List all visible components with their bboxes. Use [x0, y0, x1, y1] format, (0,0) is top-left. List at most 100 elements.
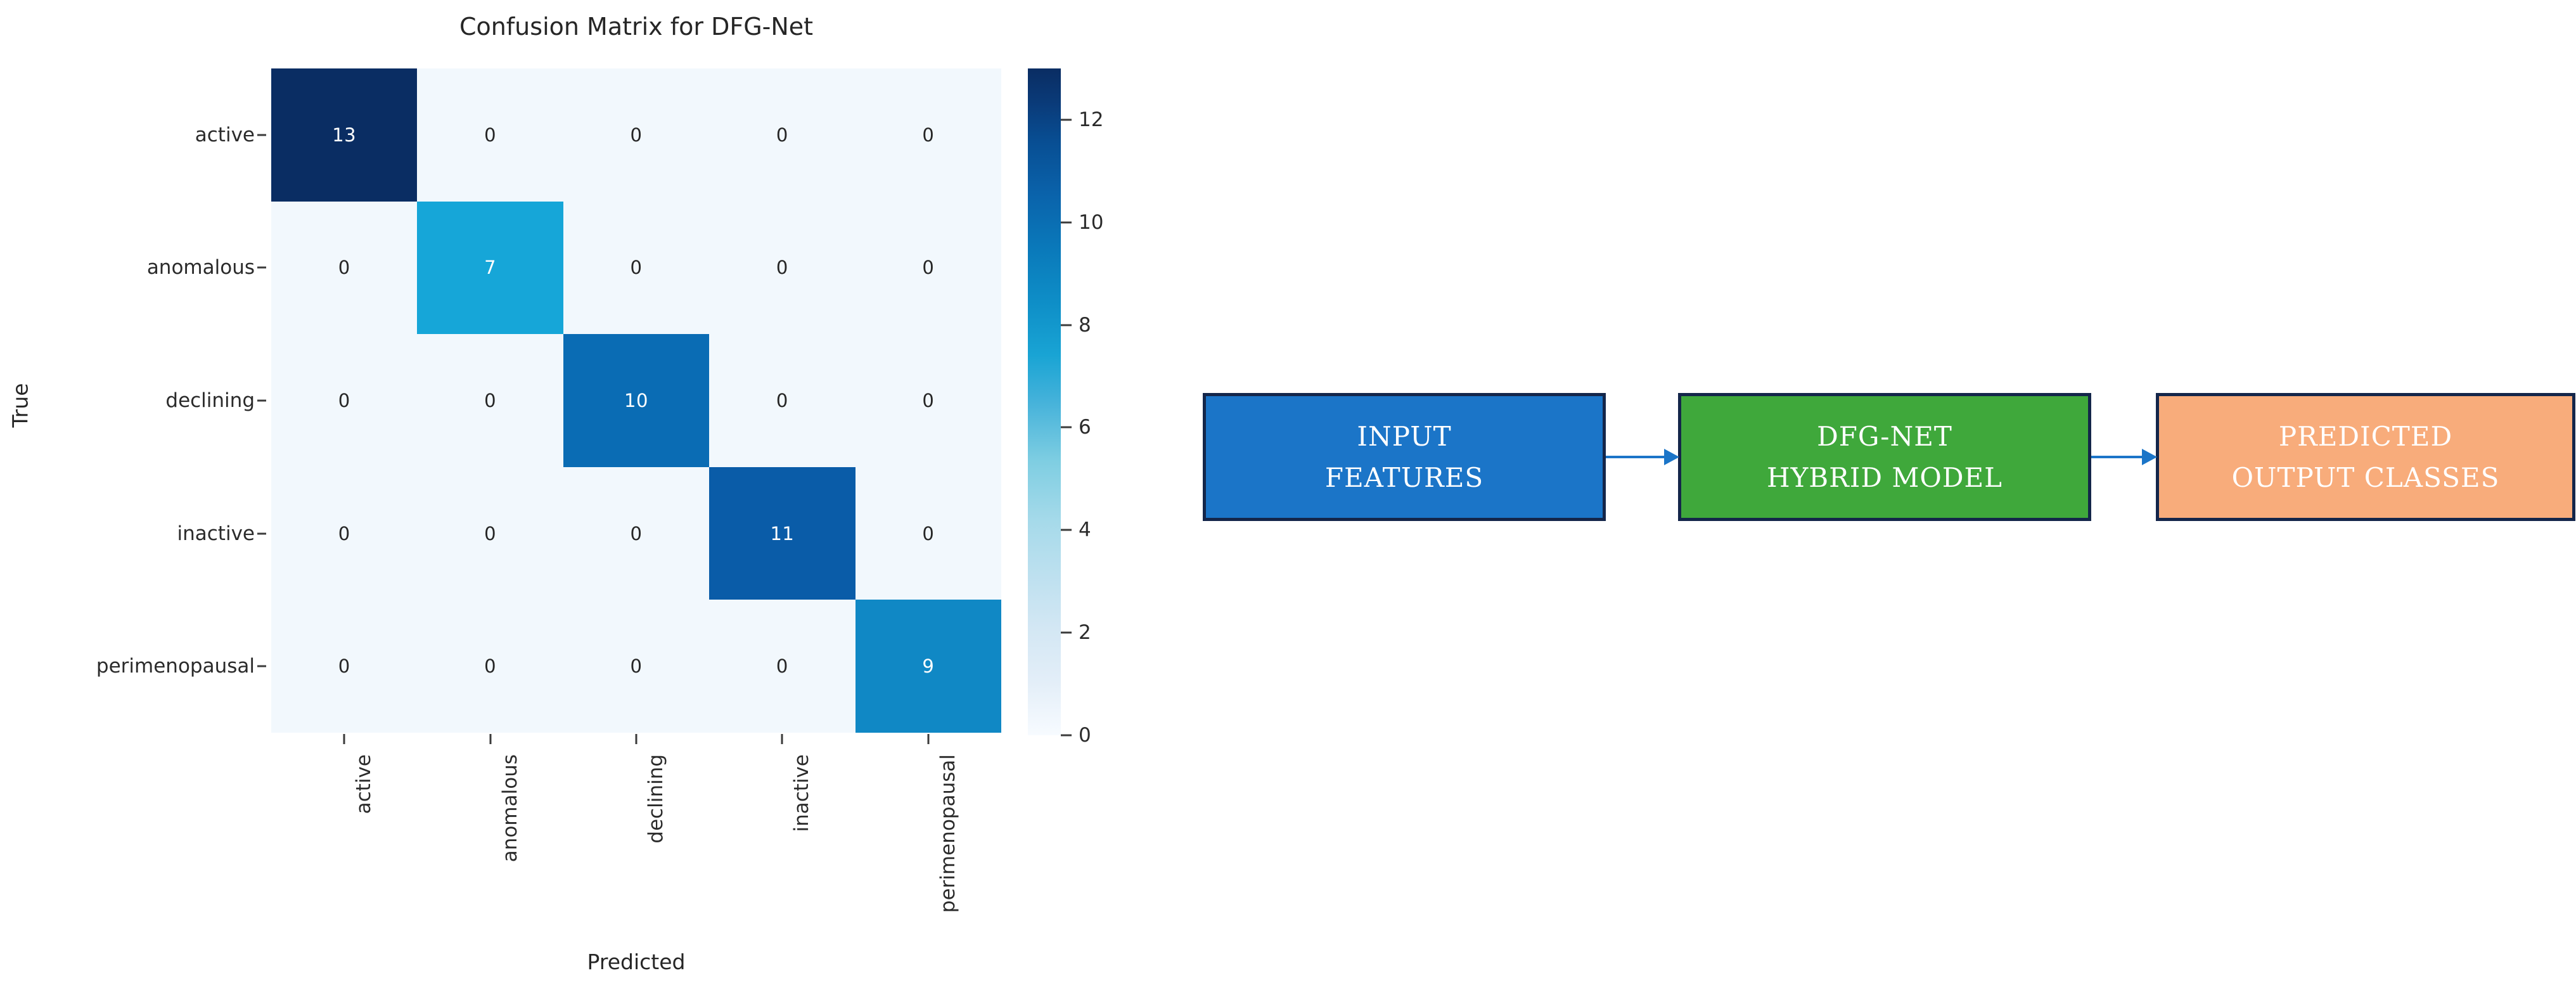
matrix-cell-value: 11 — [770, 522, 795, 544]
x-tick-mark — [781, 734, 783, 744]
x-tick-label: perimenopausal — [936, 754, 959, 913]
colorbar-tick-label: 6 — [1079, 416, 1091, 439]
matrix-cell: 0 — [563, 600, 710, 733]
flow-node-input-features[interactable]: INPUT FEATURES — [1203, 393, 1606, 521]
flow-connector-arrow — [1606, 449, 1679, 465]
matrix-cell-value: 0 — [338, 389, 350, 411]
flow-node-label-line1: INPUT — [1357, 420, 1452, 452]
matrix-cell: 0 — [271, 467, 418, 600]
matrix-cell: 0 — [417, 68, 563, 202]
y-tick-mark — [257, 399, 266, 402]
chart-title: Confusion Matrix for DFG-Net — [459, 13, 814, 41]
matrix-cell: 0 — [709, 600, 855, 733]
x-tick-mark — [927, 734, 930, 744]
colorbar-tick-mark — [1061, 119, 1072, 121]
matrix-cell-value: 0 — [338, 655, 350, 678]
y-tick-mark — [257, 266, 266, 269]
confusion-matrix-figure: Confusion Matrix for DFG-Net True active… — [0, 0, 1141, 1004]
matrix-cell: 7 — [417, 201, 563, 335]
matrix-cell-value: 0 — [922, 522, 935, 544]
matrix-cell-value: 0 — [484, 655, 497, 678]
matrix-cell: 0 — [709, 201, 855, 335]
matrix-cell: 11 — [709, 467, 855, 600]
x-axis-title: Predicted — [587, 949, 686, 974]
x-tick-label: active — [352, 754, 376, 814]
matrix-cell-value: 0 — [338, 522, 350, 544]
x-tick-mark — [489, 734, 492, 744]
colorbar-tick-label: 0 — [1079, 724, 1091, 747]
x-tick-mark — [635, 734, 638, 744]
x-tick-label: anomalous — [498, 754, 522, 863]
colorbar-tick-mark — [1061, 631, 1072, 634]
colorbar-tick-labels: 0 2 4 6 8 10 12 — [1061, 68, 1137, 747]
flow-node-predicted-output-classes[interactable]: PREDICTED OUTPUT CLASSES — [2156, 393, 2575, 521]
x-tick-mark — [343, 734, 345, 744]
colorbar-tick-mark — [1061, 221, 1072, 224]
matrix-cell-value: 0 — [776, 257, 788, 279]
matrix-cell-value: 0 — [776, 389, 788, 411]
matrix-cell: 0 — [417, 467, 563, 600]
matrix-cell-value: 0 — [776, 655, 788, 678]
matrix-cell-value: 7 — [484, 257, 497, 279]
matrix-cell-value: 0 — [338, 257, 350, 279]
flow-node-label-line2: HYBRID MODEL — [1766, 462, 2003, 493]
matrix-cell: 0 — [563, 201, 710, 335]
colorbar-tick-label: 8 — [1079, 313, 1091, 337]
y-tick-mark — [257, 134, 266, 136]
colorbar-tick-mark — [1061, 529, 1072, 531]
matrix-cell: 9 — [855, 600, 1001, 733]
flow-connector-arrow — [2091, 449, 2157, 465]
colorbar-tick-mark — [1061, 734, 1072, 737]
matrix-cell-value: 9 — [922, 655, 935, 678]
matrix-cell: 0 — [709, 68, 855, 202]
y-tick-label: anomalous — [146, 256, 255, 280]
y-tick-label: inactive — [177, 522, 255, 545]
matrix-cell: 0 — [417, 334, 563, 467]
colorbar-tick-label: 4 — [1079, 518, 1091, 542]
flow-node-label-line2: FEATURES — [1324, 462, 1484, 493]
flow-node-label-line2: OUTPUT CLASSES — [2231, 462, 2500, 493]
colorbar-tick-label: 10 — [1079, 210, 1104, 234]
y-axis-tick-labels: active anomalous declining inactive perimeno… — [0, 68, 271, 733]
flow-node-label-line1: PREDICTED — [2278, 420, 2453, 452]
y-tick-mark — [257, 532, 266, 535]
matrix-cell: 0 — [271, 334, 418, 467]
x-axis-tick-labels: active anomalous declining inactive perimeno… — [271, 733, 1001, 942]
matrix-cell: 0 — [855, 334, 1001, 467]
y-tick-label: declining — [165, 389, 255, 412]
matrix-cell: 0 — [563, 68, 710, 202]
matrix-cell: 0 — [417, 600, 563, 733]
y-tick-label: perimenopausal — [96, 655, 255, 678]
colorbar-tick-label: 2 — [1079, 621, 1091, 645]
matrix-cell-value: 0 — [630, 522, 643, 544]
matrix-cell: 13 — [271, 68, 418, 202]
matrix-cell: 0 — [855, 68, 1001, 202]
matrix-cell-value: 0 — [484, 522, 497, 544]
matrix-cell-value: 0 — [922, 389, 935, 411]
matrix-cell: 0 — [271, 201, 418, 335]
y-tick-label: active — [195, 123, 255, 146]
y-tick-mark — [257, 665, 266, 667]
matrix-cell: 0 — [271, 600, 418, 733]
matrix-cell-value: 0 — [484, 389, 497, 411]
colorbar-tick-label: 12 — [1079, 108, 1104, 131]
matrix-cell: 0 — [709, 334, 855, 467]
matrix-cell-value: 0 — [922, 257, 935, 279]
matrix-cell-value: 0 — [922, 124, 935, 146]
x-tick-label: inactive — [790, 754, 814, 832]
matrix-cell-value: 0 — [776, 124, 788, 146]
x-tick-label: declining — [644, 754, 667, 844]
colorbar-tick-mark — [1061, 426, 1072, 428]
matrix-cell: 0 — [855, 201, 1001, 335]
colorbar-gradient — [1028, 68, 1061, 735]
matrix-cell-value: 0 — [630, 124, 643, 146]
matrix-cell-value: 0 — [484, 124, 497, 146]
matrix-cell-value: 0 — [630, 257, 643, 279]
confusion-matrix-grid: 13 0 0 0 0 0 7 0 0 0 0 0 10 0 0 0 0 0 11 0 0 0 0 0 9 — [271, 68, 1001, 733]
colorbar-tick-mark — [1061, 324, 1072, 326]
matrix-cell-value: 13 — [332, 124, 357, 146]
matrix-cell: 10 — [563, 334, 710, 467]
matrix-cell-value: 10 — [624, 389, 648, 411]
